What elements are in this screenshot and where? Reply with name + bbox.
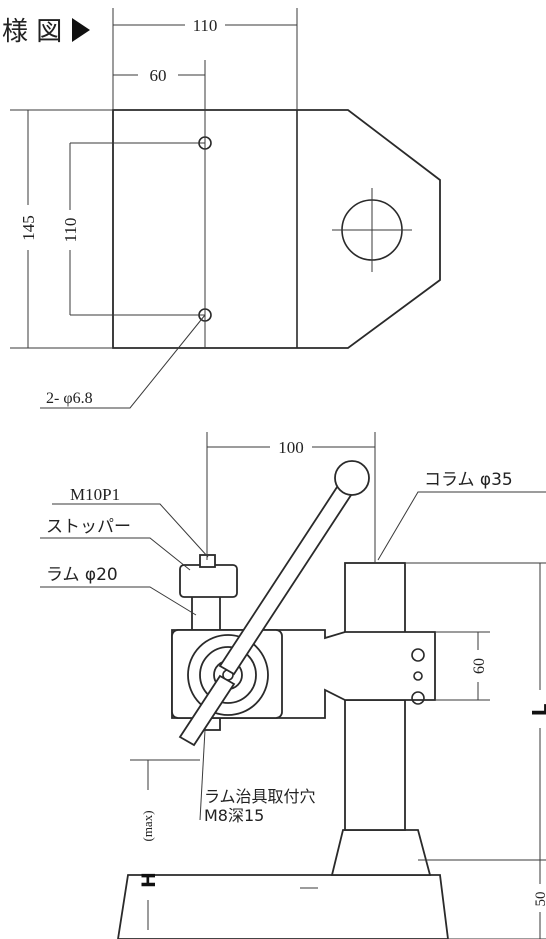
dim-height-label: 145	[19, 215, 38, 241]
head-hole-1	[411, 648, 425, 662]
dim-base-label: 50	[533, 892, 546, 907]
thread-label: M10P1	[70, 485, 120, 504]
thread-leader	[52, 503, 209, 558]
dim-head-label: 60	[471, 658, 488, 674]
column-upper	[344, 562, 406, 634]
lever-stub	[178, 674, 236, 747]
dim-reach-label: 100	[278, 438, 304, 457]
column-label: コラム φ35	[424, 470, 513, 490]
dim-h-sub-label: (max)	[140, 810, 155, 841]
column-leader	[377, 491, 546, 561]
dim-l-label: L	[528, 703, 546, 716]
lever-knob	[334, 460, 370, 496]
hole-note-label: 2- φ6.8	[46, 390, 93, 407]
dim-offset-label: 60	[150, 66, 167, 85]
column-lower	[344, 699, 406, 831]
ram-leader	[40, 586, 197, 616]
side-view: 100 M10P1 ストッパー ラム φ20 コラム φ35 60 L 50 (…	[40, 432, 546, 939]
top-view-plate	[112, 109, 441, 349]
top-view: 110 60 145 110 2- φ6.8	[10, 8, 441, 409]
stopper-label: ストッパー	[46, 517, 131, 537]
dim-h-label: H	[138, 872, 160, 888]
jig-label-line2: M8深15	[204, 806, 264, 825]
ram-label: ラム φ20	[46, 565, 118, 585]
column-foot	[330, 829, 432, 876]
jig-label-line1: ラム治具取付穴	[204, 787, 316, 806]
jig-leader	[199, 729, 206, 821]
triangle-right-icon	[72, 18, 90, 42]
base-plate	[117, 874, 449, 939]
hole-note-leader	[40, 314, 206, 409]
stopper-block	[179, 564, 238, 598]
head-hole-3	[411, 691, 425, 705]
head-hole-2	[413, 671, 423, 681]
dim-pitch-label: 110	[61, 218, 80, 243]
dim-width-label: 110	[193, 16, 218, 35]
stopper-leader	[40, 537, 191, 571]
drawing-title: 様 図	[2, 17, 62, 47]
